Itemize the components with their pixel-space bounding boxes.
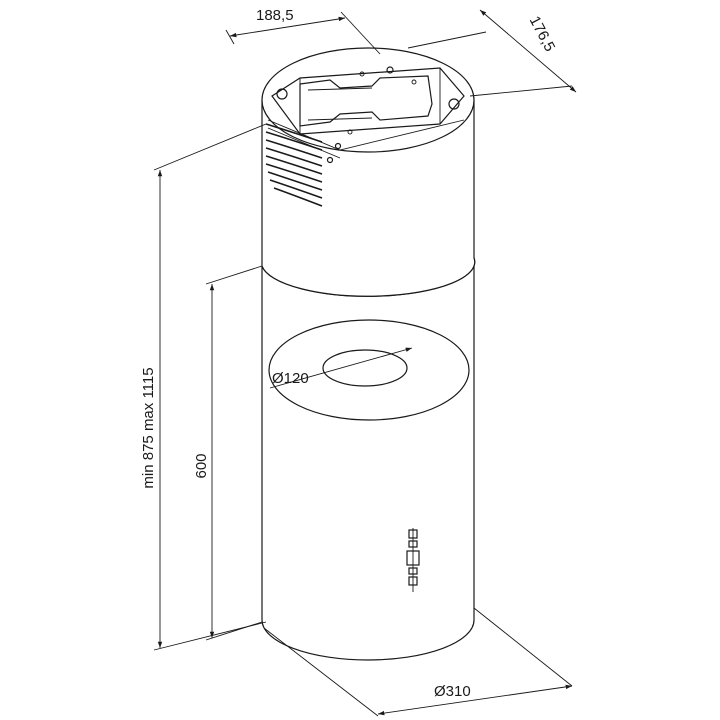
upper-cylinder — [261, 47, 476, 297]
bottom-filter-ring — [268, 319, 470, 421]
dim-total-height-label: min 875 max 1115 — [140, 367, 157, 488]
control-display — [406, 550, 420, 566]
screw-hole — [326, 156, 334, 164]
vent-slots — [265, 123, 323, 207]
screw-hole — [334, 142, 342, 150]
screw-hole — [276, 88, 288, 100]
control-panel — [406, 528, 420, 592]
dimension-top-width: 188,5 — [225, 7, 381, 55]
dim-lower-height-label: 600 — [193, 453, 210, 478]
dim-outlet-label: Ø120 — [272, 370, 309, 387]
dimension-outlet-diameter: Ø120 — [269, 347, 413, 389]
control-button — [408, 567, 418, 575]
control-button — [408, 576, 418, 586]
dim-top-depth-label: 176,5 — [526, 13, 559, 54]
screw-hole — [448, 98, 460, 110]
dim-body-diameter-label: Ø310 — [434, 683, 471, 700]
control-button — [408, 540, 418, 548]
dim-top-width-label: 188,5 — [256, 7, 294, 24]
screw-hole — [386, 66, 394, 74]
inner-frame — [267, 119, 465, 159]
dimension-body-diameter: Ø310 — [263, 607, 573, 717]
dimension-total-height: min 875 max 1115 — [140, 123, 267, 651]
control-button — [408, 529, 418, 539]
dimension-lower-height: 600 — [193, 265, 263, 641]
lower-cylinder — [261, 257, 476, 661]
